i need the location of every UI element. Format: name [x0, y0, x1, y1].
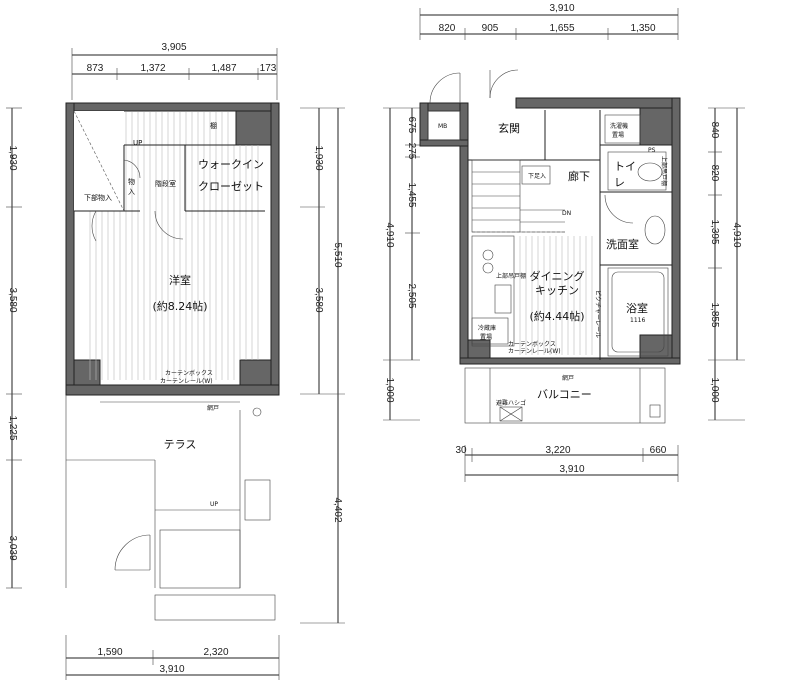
right-left-dim-5: 2,505 — [406, 283, 417, 308]
storage-label-1: 物 — [128, 177, 135, 186]
ps-label: PS — [648, 147, 656, 154]
left-top-dim-3: 1,487 — [211, 63, 236, 74]
shelf-label: 棚 — [210, 121, 217, 130]
shoe-cabinet-label: 下足入 — [528, 173, 546, 180]
storage-label-2: 入 — [128, 188, 135, 196]
left-right-dim-1: 1,930 — [313, 145, 324, 170]
left-floor-plan: 3,905 873 1,372 1,487 173 1,930 3,580 1,… — [6, 42, 345, 680]
left-bottom-total-dim: 3,910 — [159, 664, 184, 675]
washer-label-2: 置場 — [612, 131, 624, 139]
left-bottom-dim-1: 1,590 — [97, 647, 122, 658]
left-top-dim-2: 1,372 — [140, 63, 165, 74]
western-room-size: (約8.24帖) — [152, 299, 207, 313]
right-left-dim-6: 1,000 — [384, 377, 395, 402]
hallway-label: 廊下 — [568, 169, 590, 183]
left-screen-door-label: 網戸 — [207, 404, 219, 412]
right-curtain-rail-label: カーテンレール(W) — [508, 348, 561, 355]
walk-in-closet-label-2: クローゼット — [198, 180, 264, 193]
right-right-dim-5: 1,855 — [709, 302, 720, 327]
left-side-dim-4: 3,039 — [7, 535, 18, 560]
right-bottom-dim-2: 3,220 — [545, 445, 570, 456]
toilet-label-2: レ — [614, 176, 625, 189]
left-top-dim-1: 873 — [87, 63, 104, 74]
right-right-dim-6: 1,000 — [709, 377, 720, 402]
bath-label: 浴室 — [626, 301, 648, 315]
walk-in-closet-label-1: ウォークイン — [198, 158, 264, 171]
bath-size-label: 1116 — [630, 317, 645, 324]
under-storage-label: 下部物入 — [84, 193, 112, 202]
fridge-label-1: 冷蔵庫 — [478, 324, 496, 332]
up-label: UP — [133, 139, 142, 147]
right-top-dim-4: 1,350 — [630, 23, 655, 34]
right-top-dim-2: 905 — [482, 23, 499, 34]
left-top-total-dim: 3,905 — [161, 42, 186, 53]
western-room-label: 洋室 — [169, 273, 191, 287]
right-right-dim-1: 840 — [709, 122, 720, 139]
dining-label-1: ダイニング — [530, 269, 585, 283]
right-right-dim-3: 1,395 — [709, 219, 720, 244]
entrance-label: 玄関 — [498, 121, 520, 135]
terrace-up-label: UP — [210, 501, 218, 508]
right-curtain-box-label: カーテンボックス — [508, 340, 556, 348]
right-left-dim-4: 4,910 — [384, 222, 395, 247]
right-top-dim-1: 820 — [439, 23, 456, 34]
upper-shelf-label-1: 上部吊戸棚 — [660, 156, 668, 186]
left-side-dim-3: 1,225 — [7, 415, 18, 440]
terrace-label: テラス — [164, 438, 197, 451]
right-left-dim-3: 1,455 — [406, 182, 417, 207]
dining-floor-boards — [519, 236, 593, 355]
left-side-dim-2: 3,580 — [7, 287, 18, 312]
dining-size-label: (約4.44帖) — [529, 309, 584, 323]
washroom-label: 洗面室 — [606, 237, 639, 251]
stairs — [471, 159, 565, 233]
right-screen-door-label: 網戸 — [562, 374, 574, 382]
toilet-label-1: トイ — [614, 160, 636, 173]
left-right-dim-2: 5,510 — [332, 242, 343, 267]
right-bottom-total-dim: 3,910 — [559, 464, 584, 475]
escape-ladder-label: 避難ハシゴ — [496, 399, 526, 407]
washer-label-1: 洗濯機 — [610, 122, 628, 130]
mb-label: MB — [438, 123, 447, 130]
right-right-dim-2: 820 — [709, 165, 720, 182]
stair-room-label: 階段室 — [155, 179, 176, 188]
right-top-dim-3: 1,655 — [549, 23, 574, 34]
left-right-dim-4: 4,402 — [332, 497, 343, 522]
dn-label: DN — [562, 210, 571, 217]
balcony-label: バルコニー — [537, 388, 592, 401]
left-curtain-box-label: カーテンボックス — [165, 369, 213, 377]
dining-label-2: キッチン — [535, 284, 579, 297]
right-left-dim-2: 275 — [406, 143, 417, 160]
upper-shelf-label-2: 上部吊戸棚 — [496, 272, 526, 280]
left-side-dim-1: 1,930 — [7, 145, 18, 170]
right-floor-plan: 3,910 820 905 1,655 1,350 675 275 1,455 … — [383, 3, 745, 482]
picture-rail-label: ピクチャーレール — [594, 290, 601, 338]
left-top-dim-4: 173 — [260, 63, 277, 74]
right-left-dim-1: 675 — [406, 117, 417, 134]
fridge-label-2: 置場 — [480, 333, 492, 341]
left-bottom-dim-2: 2,320 — [203, 647, 228, 658]
right-right-dim-4: 4,910 — [731, 222, 742, 247]
right-bottom-dim-3: 660 — [650, 445, 667, 456]
right-bottom-dim-1: 30 — [455, 445, 467, 456]
left-curtain-rail-label: カーテンレール(W) — [160, 378, 213, 385]
left-right-dim-3: 3,580 — [313, 287, 324, 312]
right-top-total-dim: 3,910 — [549, 3, 574, 14]
